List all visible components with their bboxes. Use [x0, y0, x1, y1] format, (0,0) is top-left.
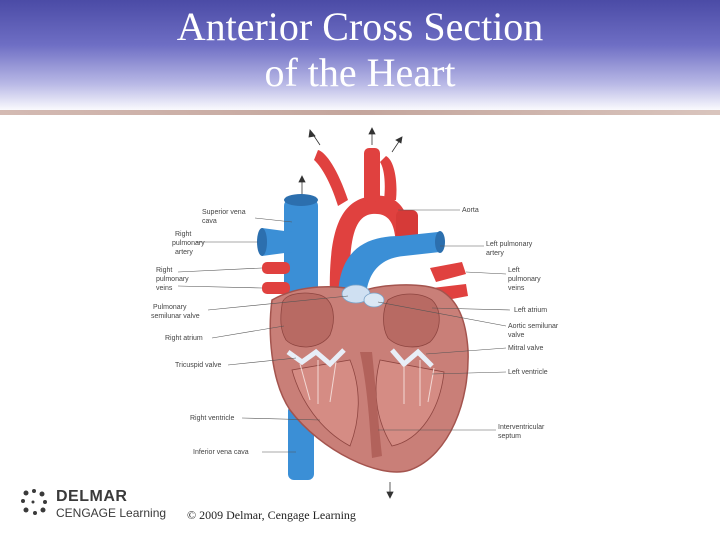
aortic-semilunar-valve [364, 293, 384, 307]
label-superior-vena-cava-2: cava [202, 218, 217, 225]
label-left-pulmonary-artery-1: Left pulmonary [486, 241, 533, 248]
label-left-atrium: Left atrium [514, 307, 547, 314]
label-right-pulmonary-veins-3: veins [156, 285, 173, 292]
label-right-pulmonary-artery-3: artery [175, 249, 193, 256]
right-pulmonary-vein-lower [262, 282, 290, 294]
label-interventricular-septum-2: septum [498, 433, 521, 440]
label-mitral-valve: Mitral valve [508, 345, 544, 352]
label-left-pulmonary-veins-2: pulmonary [508, 276, 541, 283]
label-right-pulmonary-artery-2: pulmonary [172, 240, 205, 247]
label-superior-vena-cava-1: Superior vena [202, 209, 246, 216]
aorta-branch-2 [364, 148, 380, 202]
label-interventricular-septum-1: Interventricular [498, 424, 545, 431]
label-right-atrium: Right atrium [165, 335, 203, 342]
label-inferior-vena-cava: Inferior vena cava [193, 449, 249, 456]
delmar-logo-mark [18, 487, 58, 523]
label-left-ventricle: Left ventricle [508, 369, 548, 376]
right-pulmonary-vein-upper [262, 262, 290, 274]
label-left-pulmonary-veins-1: Left [508, 267, 520, 274]
copyright-notice: © 2009 Delmar, Cengage Learning [187, 508, 356, 523]
right-atrium [281, 293, 334, 347]
label-right-ventricle: Right ventricle [190, 415, 234, 422]
label-left-pulmonary-veins-3: veins [508, 285, 525, 292]
aorta-branch-1 [314, 150, 348, 206]
label-aorta: Aorta [462, 207, 479, 214]
label-tricuspid-valve: Tricuspid valve [175, 362, 222, 369]
label-aortic-semilunar-valve-1: Aortic semilunar [508, 323, 559, 330]
label-pulmonary-semilunar-valve-2: semilunar valve [151, 313, 200, 320]
left-atrium [384, 294, 440, 347]
left-pulmonary-vein-upper [430, 262, 466, 282]
label-left-pulmonary-artery-2: artery [486, 250, 504, 257]
label-right-pulmonary-veins-1: Right [156, 267, 172, 274]
aorta-branch-3 [380, 156, 397, 200]
brand-subtitle: CENGAGE Learning [56, 506, 166, 520]
label-right-pulmonary-artery-1: Right [175, 231, 191, 238]
brand-name: DELMAR [56, 488, 127, 506]
label-right-pulmonary-veins-2: pulmonary [156, 276, 189, 283]
label-aortic-semilunar-valve-2: valve [508, 332, 524, 339]
label-pulmonary-semilunar-valve-1: Pulmonary [153, 304, 187, 311]
